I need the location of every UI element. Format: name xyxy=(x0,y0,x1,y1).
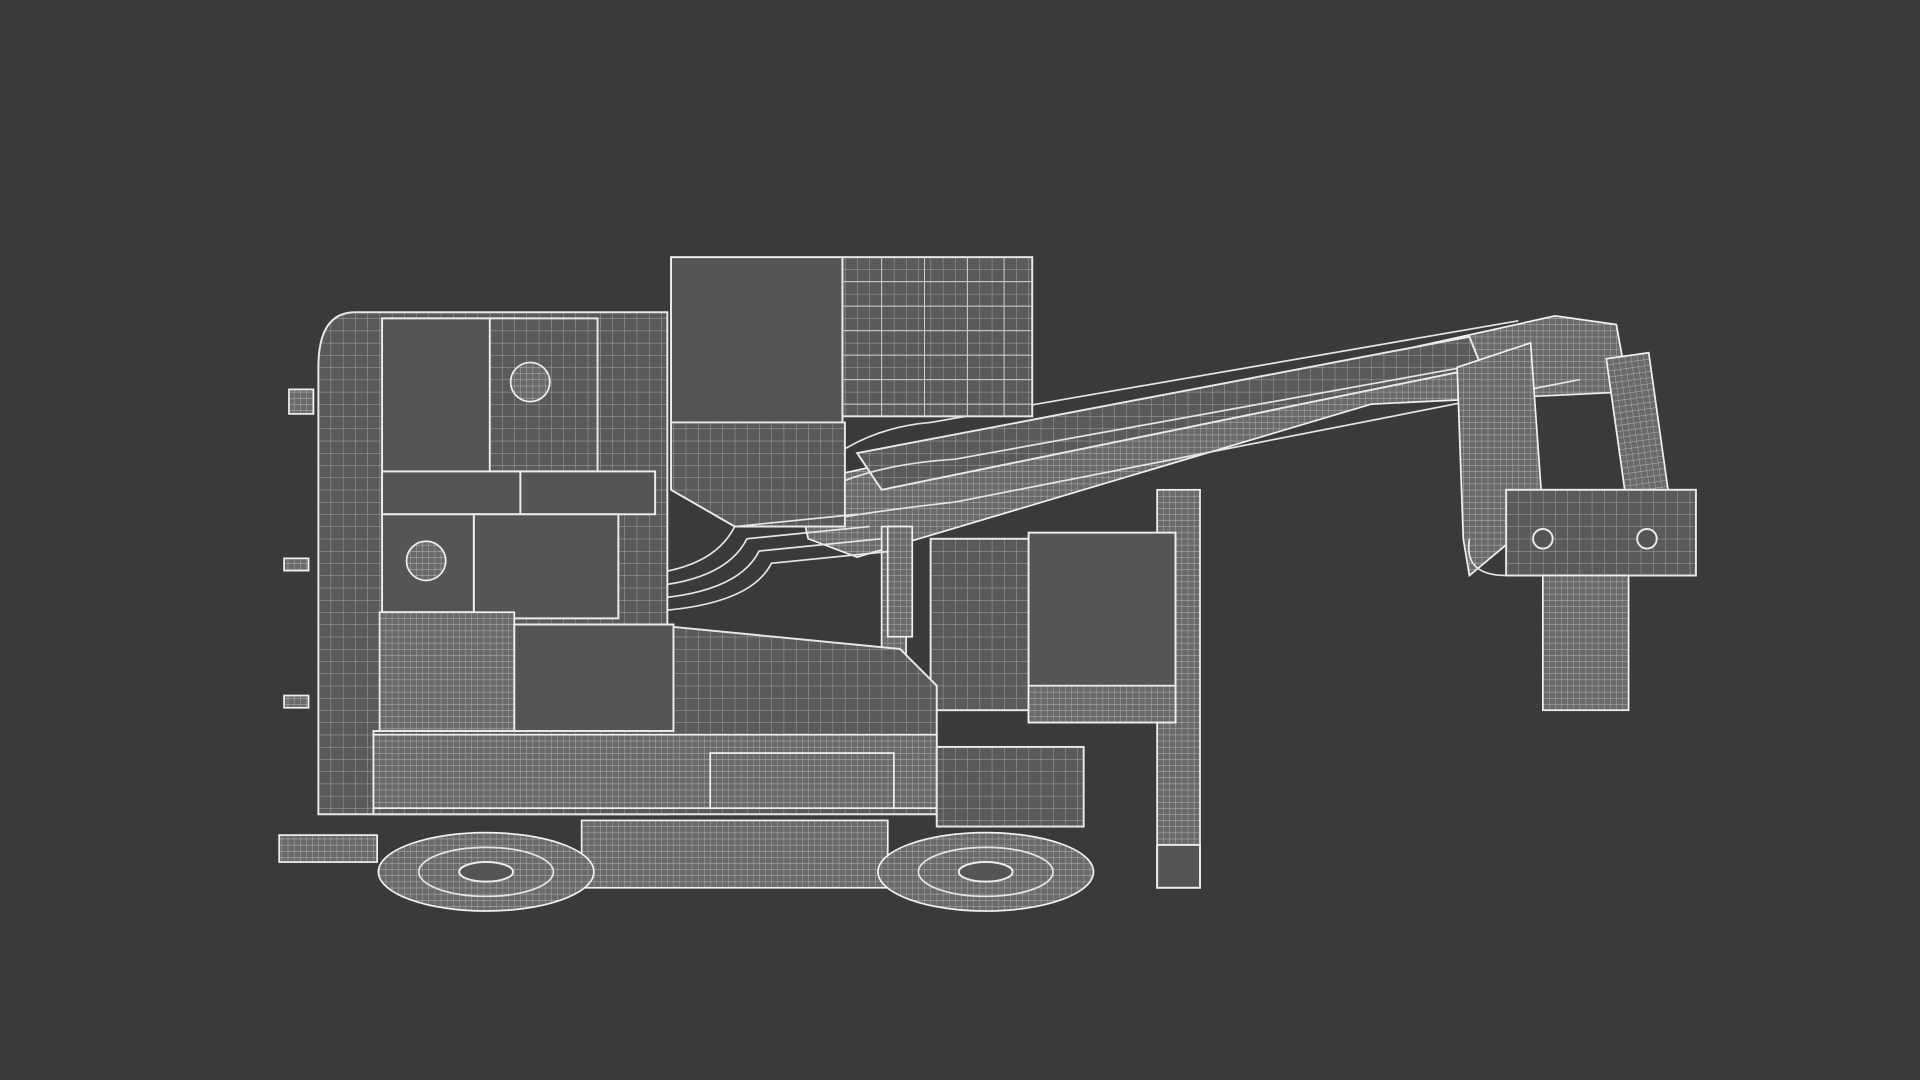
boom-arm xyxy=(794,315,1697,712)
lower-body xyxy=(278,625,1085,889)
rear-wheel xyxy=(377,831,595,912)
front-wheel xyxy=(877,831,1095,912)
middle-tank xyxy=(880,525,1177,724)
cab-body xyxy=(283,311,675,816)
wheels xyxy=(377,831,1095,912)
upper-boxes xyxy=(670,256,1034,528)
